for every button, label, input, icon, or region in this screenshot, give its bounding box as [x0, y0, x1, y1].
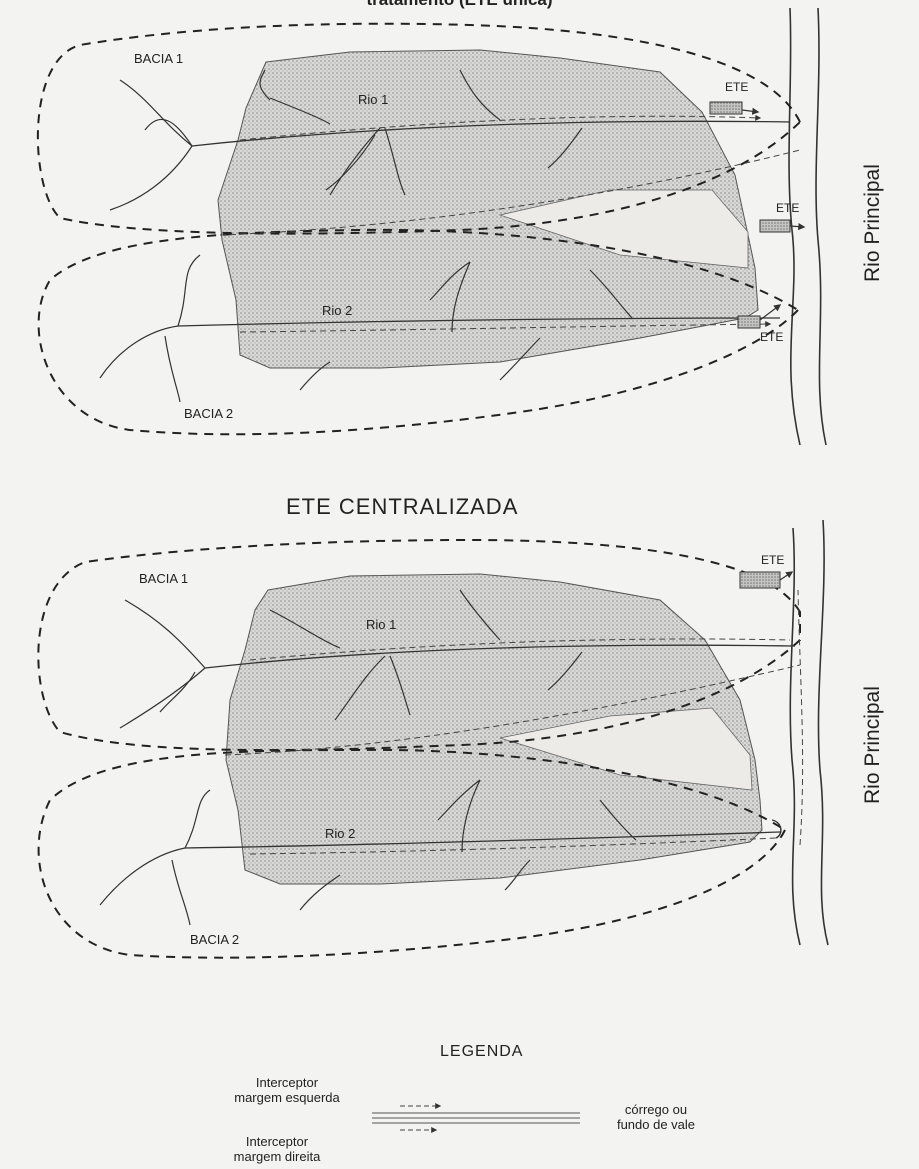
- legend-stream-line1: córrego ou: [596, 1102, 716, 1117]
- legend-left-interceptor-line1: Interceptor: [202, 1075, 372, 1090]
- main-river-bank-right: [816, 8, 826, 445]
- main-river-bank-left-2: [790, 528, 800, 945]
- main-river-bank-right-2: [818, 520, 828, 945]
- legend-right-interceptor-line2: margem direita: [202, 1149, 352, 1164]
- legend-left-interceptor-line2: margem esquerda: [202, 1090, 372, 1105]
- basin2-label-bottom: BACIA 2: [190, 932, 239, 947]
- main-river-label-top: Rio Principal: [861, 164, 885, 282]
- ete-box-top-3: [738, 316, 760, 328]
- ete-outlet-arrow-bottom: [780, 572, 792, 580]
- river2-label-top: Rio 2: [322, 303, 352, 318]
- legend-graphics: [372, 1106, 580, 1130]
- river2-label-bottom: Rio 2: [325, 826, 355, 841]
- legend-stream-label: córrego ou fundo de vale: [596, 1102, 716, 1132]
- ete-label-top-1: ETE: [725, 80, 748, 94]
- legend-right-interceptor-line1: Interceptor: [202, 1134, 352, 1149]
- ete-label-top-2: ETE: [776, 201, 799, 215]
- centralized-section-title: ETE CENTRALIZADA: [286, 494, 518, 520]
- top-panel: [38, 8, 826, 445]
- basin2-label-top: BACIA 2: [184, 406, 233, 421]
- ete-label-bottom: ETE: [761, 553, 784, 567]
- page-caption: tratamento (ETE única): [0, 0, 919, 10]
- main-river-label-bottom: Rio Principal: [861, 686, 885, 804]
- ete-box-top-1: [710, 102, 742, 114]
- legend-right-interceptor-label: Interceptor margem direita: [202, 1134, 352, 1164]
- river1-label-bottom: Rio 1: [366, 617, 396, 632]
- ete-label-top-3: ETE: [760, 330, 783, 344]
- ete-box-top-2: [760, 220, 790, 232]
- basin1-label-top: BACIA 1: [134, 51, 183, 66]
- river1-label-top: Rio 1: [358, 92, 388, 107]
- legend-left-interceptor-label: Interceptor margem esquerda: [202, 1075, 372, 1105]
- legend-stream-line2: fundo de vale: [596, 1117, 716, 1132]
- basin1-label-bottom: BACIA 1: [139, 571, 188, 586]
- ete-box-bottom: [740, 572, 780, 588]
- legend-title: LEGENDA: [440, 1043, 523, 1061]
- ete-outlet-arrow-1: [742, 110, 758, 112]
